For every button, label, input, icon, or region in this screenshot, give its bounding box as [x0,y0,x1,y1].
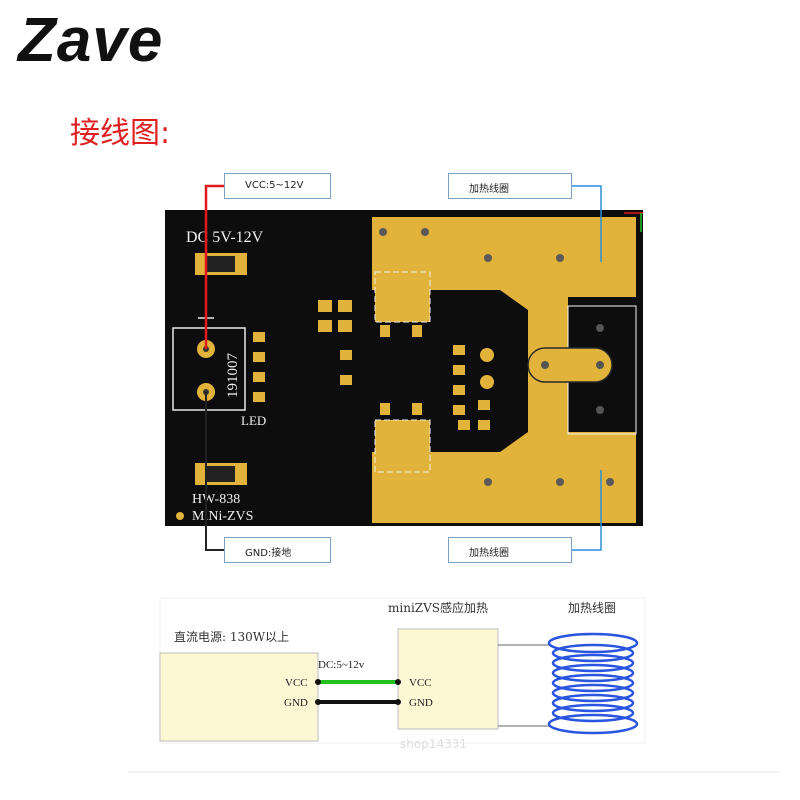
psu-title: 直流电源: 130W以上 [174,630,289,644]
brand-logo: Zave [18,6,164,75]
vcc-callout: VCC:5~12V [224,173,331,199]
gnd-leader [205,392,224,551]
mosfet-top [374,271,431,323]
silk-name: MiNi-ZVS [192,509,253,524]
page-subtitle: 接线图: [70,116,171,151]
gnd-label-right: GND [409,697,433,709]
coil-leader-top [572,185,602,262]
vcc-label-right: VCC [409,677,432,689]
vcc-leader [204,184,224,349]
silk-voltage: DC 5V-12V [186,229,264,246]
watermark: shop14331 [400,737,467,751]
dc-label: DC:5~12v [318,659,365,671]
heating-coil [547,632,639,735]
via [541,361,549,369]
coil-callout-top: 加热线圈 [448,173,572,199]
power-connector [172,327,246,411]
coil-title: 加热线圈 [568,601,616,615]
module-title: miniZVS感应加热 [388,600,488,615]
coil-leader-bottom [572,470,602,551]
psu-box [159,652,319,742]
gnd-callout: GND:接地 [224,537,331,563]
silk-model: HW-838 [192,492,240,507]
mosfet-bottom [374,419,431,473]
coil-callout-bottom: 加热线圈 [448,537,572,563]
module-box [397,628,499,730]
coil-slot [527,347,613,383]
silk-code: 191007 [225,353,241,399]
via [596,361,604,369]
vcc-label-left: VCC [285,677,308,689]
copper-pour [372,217,636,523]
silk-led: LED [241,413,266,428]
via [596,406,604,414]
via [596,324,604,332]
gnd-label-left: GND [284,697,308,709]
